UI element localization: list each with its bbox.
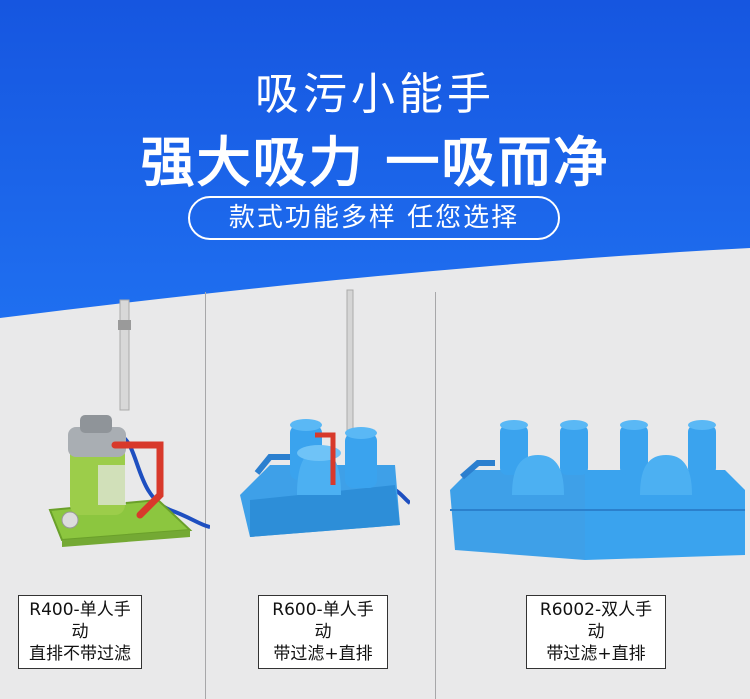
product-label: R6002-双人手动 带过滤+直排	[526, 595, 666, 669]
double-pump-blue-icon	[450, 415, 750, 565]
tagline-pill: 款式功能多样 任您选择	[188, 196, 560, 240]
single-pump-blue-icon	[235, 285, 412, 545]
product-model: R600-单人手动	[272, 600, 374, 642]
product-feature: 带过滤+直排	[546, 644, 646, 664]
product-model: R6002-双人手动	[539, 600, 653, 642]
column-divider	[205, 292, 206, 699]
page-subtitle: 吸污小能手	[255, 69, 495, 120]
product-feature: 直排不带过滤	[29, 644, 131, 664]
product-model: R400-单人手动	[29, 600, 131, 642]
single-pump-green-icon	[40, 295, 211, 555]
column-divider	[435, 292, 436, 699]
product-label: R400-单人手动 直排不带过滤	[18, 595, 142, 669]
page-title: 强大吸力 一吸而净	[140, 131, 610, 194]
header-banner	[0, 0, 750, 330]
product-feature: 带过滤+直排	[273, 644, 373, 664]
product-label: R600-单人手动 带过滤+直排	[258, 595, 388, 669]
